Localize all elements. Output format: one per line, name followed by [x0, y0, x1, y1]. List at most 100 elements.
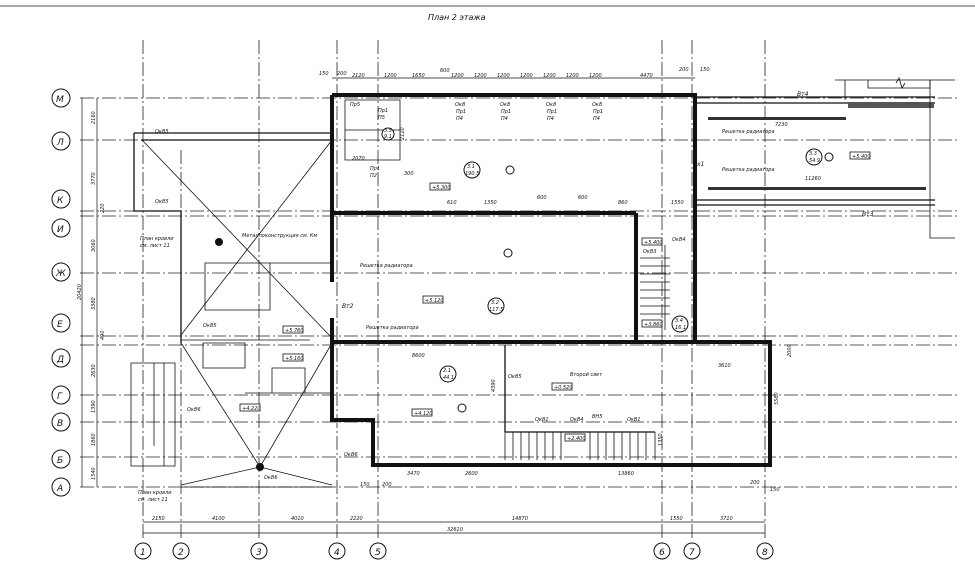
dim-text: 1550 [671, 200, 684, 206]
row-label: М [56, 95, 64, 105]
dim-text: 2120 [400, 127, 406, 140]
dim-text: 150 [770, 487, 780, 493]
window-tag: Пр1 [501, 109, 511, 115]
note-radiator-grille: Решетка радиатора [366, 325, 419, 331]
column-label: 3 [256, 548, 262, 558]
column-label: 4 [334, 548, 340, 558]
column-label: 1 [140, 548, 146, 558]
window-tag: ОкВ6 [187, 407, 201, 413]
door-tag: Пр5 [350, 102, 360, 108]
dim-text: 200 [679, 67, 689, 73]
room-area: 117.5 [489, 307, 503, 313]
door-tag: Пр1 [370, 166, 380, 172]
dim-text: 2220 [350, 516, 363, 522]
dim-text: 490 [100, 330, 106, 340]
window-tag: ОкВ6 [264, 475, 278, 481]
row-label: Д [56, 355, 64, 365]
dim-text: 11260 [805, 176, 821, 182]
column-label: 5 [375, 548, 381, 558]
dim-text: 220 [100, 203, 106, 213]
dim-text: 1860 [91, 433, 97, 446]
dim-text: 2630 [91, 364, 97, 377]
room-area: 54.9 [809, 158, 820, 164]
note-roof-plan: План кровли [138, 490, 172, 496]
inner-dimensions: 2120 2070 300 610 1350 600 600 860 1550 … [352, 122, 821, 493]
room-tag: 3.416.1 [671, 315, 689, 333]
note-roof-plan: План кровли [140, 236, 174, 242]
row-axis-markers: М Л К И Ж Е Д Г В Б А [51, 88, 71, 497]
bottom-dimensions: 2150 4100 4010 2220 14870 1550 3710 3261… [152, 516, 733, 533]
label-vt4: Вт4 [797, 91, 809, 98]
column-label: 8 [762, 548, 768, 558]
elevation: +5.300 [432, 185, 451, 191]
dim-text: 1200 [497, 73, 510, 79]
dim-text: 3610 [718, 363, 731, 369]
dim-text: 3060 [91, 239, 97, 252]
column-label: 6 [659, 548, 665, 558]
elevation: +2.400 [567, 436, 586, 442]
window-tag: Ок8 [500, 102, 510, 108]
dim-text: 2160 [91, 111, 97, 124]
dim-text: 1550 [670, 516, 683, 522]
note-radiator-grille: Решетка радиатора [722, 129, 775, 135]
note-metal-structure: Металлоконструкция см. Км [242, 233, 317, 239]
label-vx1: Вх1 [693, 161, 704, 168]
window-tag: ОкВ5 [508, 374, 522, 380]
dim-text: 300 [404, 171, 414, 177]
dim-text: 2150 [152, 516, 165, 522]
stairs [504, 245, 670, 460]
dim-text: 1350 [484, 200, 497, 206]
dim-text: 8600 [412, 353, 425, 359]
building-walls [330, 93, 772, 467]
door-tag: П5 [378, 115, 385, 121]
dim-text: 1200 [451, 73, 464, 79]
row-label: А [56, 484, 63, 494]
window-tag: Пр1 [593, 109, 603, 115]
row-label: К [57, 196, 64, 206]
window-tag: Ок8 [455, 102, 465, 108]
room-number: 3.4 [675, 318, 683, 324]
elevation: +5.120 [425, 298, 444, 304]
dim-text: 14870 [512, 516, 528, 522]
window-tag: ОкВ1 [535, 417, 549, 423]
dim-text: 1200 [543, 73, 556, 79]
dim-text: 3710 [720, 516, 733, 522]
dim-text: 200 [337, 71, 347, 77]
dim-text: 3380 [91, 297, 97, 310]
room-area: 9.1 [384, 134, 392, 140]
column-axis-markers: 1 2 3 4 5 6 7 8 [134, 542, 774, 560]
dim-total: 32610 [447, 527, 463, 533]
roof-area [130, 132, 333, 488]
window-tag: ОкВ6 [344, 452, 358, 458]
right-wing [695, 77, 955, 239]
row-label: Л [56, 138, 64, 148]
dim-text: 4470 [640, 73, 653, 79]
window-tag: Пр1 [456, 109, 466, 115]
label-second-light: Второй свет [570, 372, 603, 378]
window-tag: Ок8 [592, 102, 602, 108]
room-area: 44.1 [443, 375, 454, 381]
elevation: +5.160 [285, 356, 304, 362]
window-tag: П4 [547, 116, 554, 122]
row-label: Ж [55, 269, 66, 279]
window-tag: Пр1 [547, 109, 557, 115]
note-radiator-grille: Решетка радиатора [722, 167, 775, 173]
elevation: +0.520 [554, 385, 573, 391]
elevation: +5.400 [852, 154, 871, 160]
window-tag: П4 [501, 116, 508, 122]
dim-text: 4390 [491, 379, 497, 392]
window-tag: ОкВ5 [155, 129, 169, 135]
room-area: 190.5 [465, 171, 479, 177]
row-label: Г [57, 392, 63, 402]
dim-text: 610 [447, 200, 457, 206]
dim-text: 3470 [407, 471, 420, 477]
dim-text: 3770 [91, 172, 97, 185]
room-tag: 2.144.1 [439, 365, 457, 383]
dim-text: 150 [319, 71, 329, 77]
window-tag: ОкВ4 [672, 237, 686, 243]
axis-grid [80, 40, 960, 540]
elevation: +5.760 [285, 328, 304, 334]
